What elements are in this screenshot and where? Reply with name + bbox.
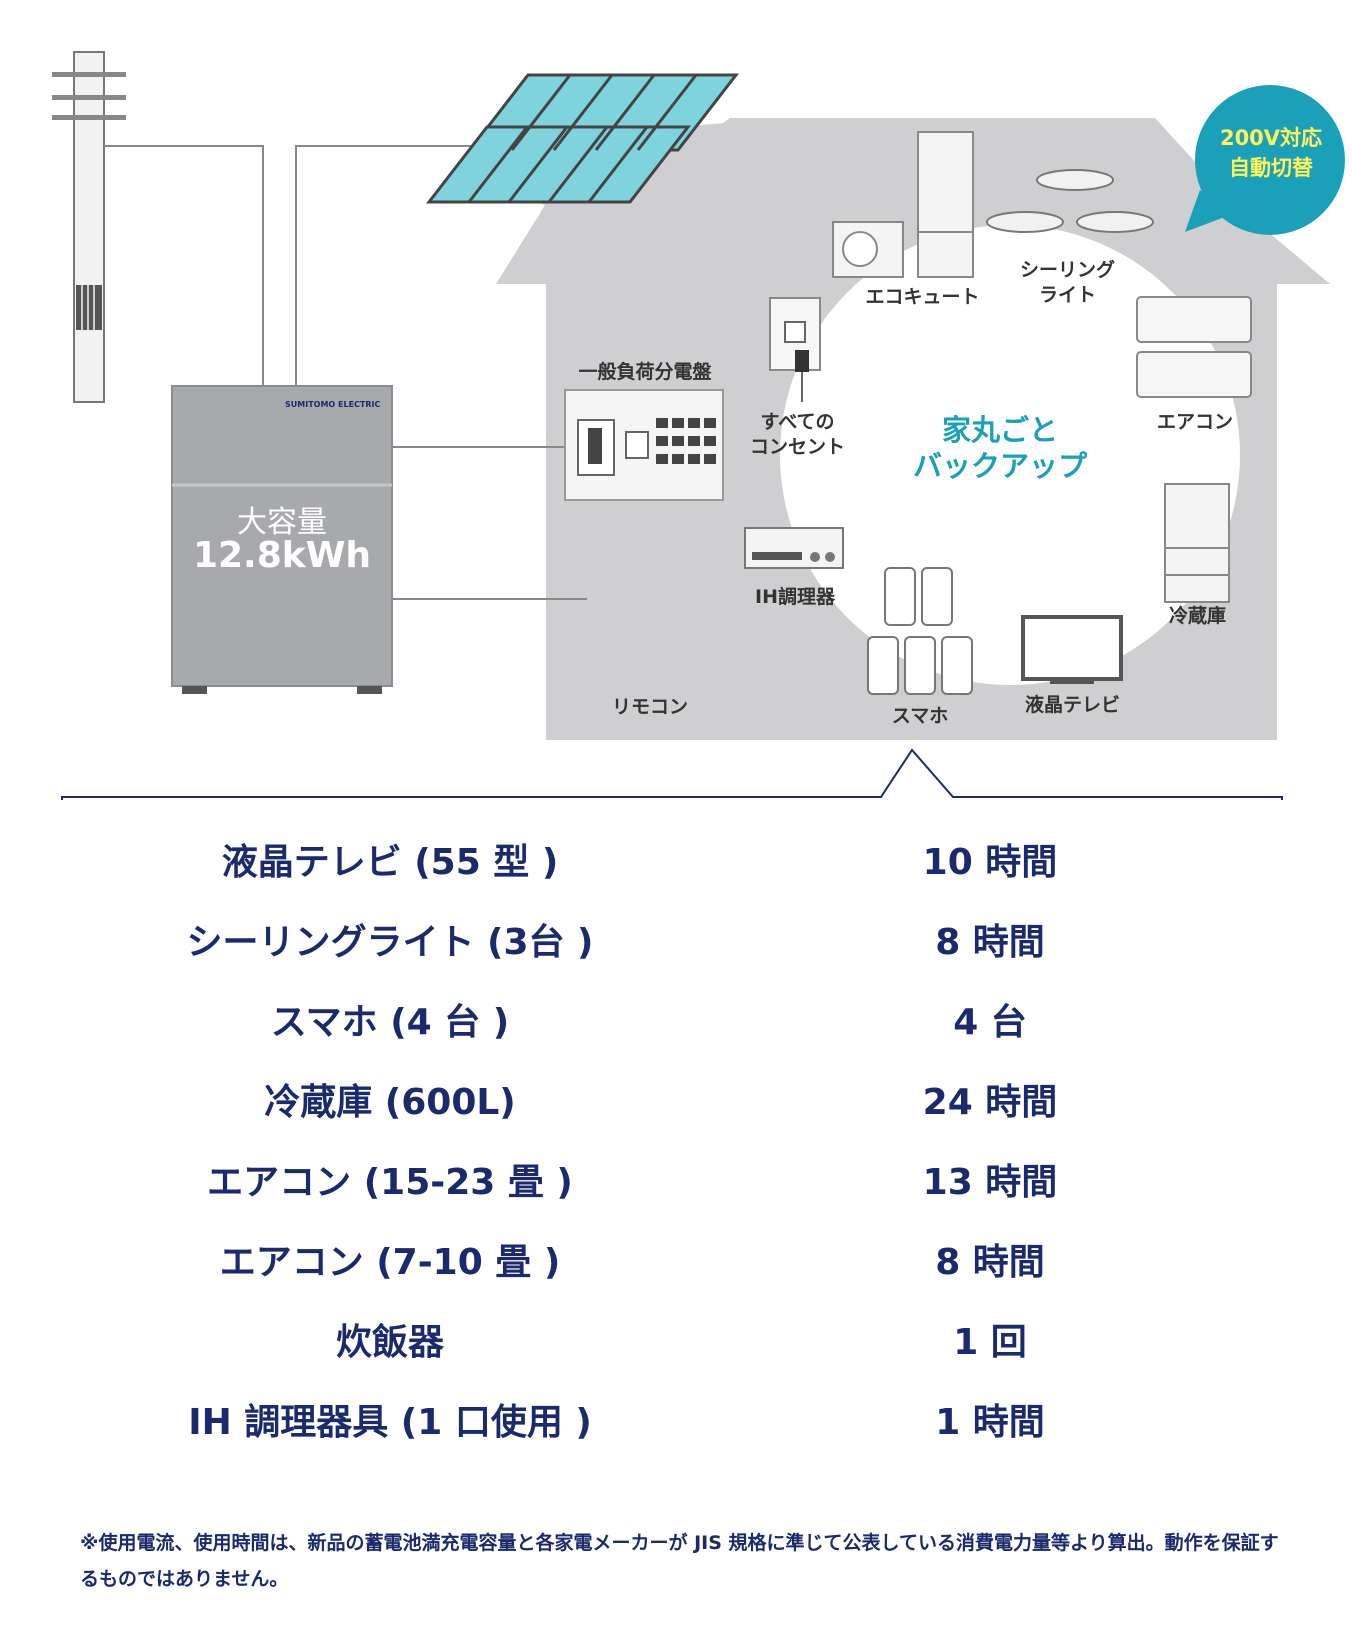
solar-panel-icon <box>425 73 740 204</box>
label-ceiling-line1: シーリング <box>1019 259 1115 281</box>
row-name: 炊飯器 <box>335 1322 444 1363</box>
row-name: 液晶テレビ (55 型 ) <box>221 842 559 883</box>
row-value: 4 台 <box>953 1002 1027 1043</box>
row-name: スマホ (4 台 ) <box>270 1002 510 1043</box>
tv-icon <box>1021 615 1123 684</box>
row-value: 13 時間 <box>922 1162 1058 1203</box>
battery-unit-icon <box>171 385 393 694</box>
wires <box>104 145 587 600</box>
row-value: 24 時間 <box>922 1082 1058 1123</box>
center-title: 家丸ごと バックアップ <box>895 412 1105 485</box>
footnote: ※使用電流、使用時間は、新品の蓄電池満充電容量と各家電メーカーが JIS 規格に… <box>80 1532 1279 1590</box>
badge-line1: 200V対応 <box>1219 126 1323 150</box>
label-remote: リモコン <box>611 696 688 718</box>
badge-text: 200V対応 自動切替 <box>1196 123 1346 183</box>
smartphone-icon <box>867 567 973 695</box>
house-roof <box>496 118 1330 284</box>
label-ceiling-line2: ライト <box>1038 283 1096 306</box>
badge-bubble <box>1185 85 1345 235</box>
label-ecocute: エコキュート <box>865 286 980 308</box>
row-value: 1 回 <box>953 1322 1027 1363</box>
center-title-line2: バックアップ <box>912 449 1087 484</box>
row-value: 8 時間 <box>935 1242 1045 1283</box>
label-ceiling-light: シーリング ライト <box>1010 258 1125 307</box>
row-name: IH 調理器具 (1 口使用 ) <box>188 1402 592 1443</box>
system-diagram <box>52 51 1345 800</box>
label-outlet-line2: コンセント <box>749 435 845 458</box>
battery-capacity-label: 大容量 <box>237 505 327 540</box>
label-ih: IH調理器 <box>755 586 835 608</box>
label-outlet: すべての コンセント <box>735 410 860 459</box>
label-tv: 液晶テレビ <box>1024 694 1120 716</box>
row-name: エアコン (15-23 畳 ) <box>207 1162 573 1203</box>
badge-line2: 自動切替 <box>1229 156 1313 180</box>
row-value: 1 時間 <box>935 1402 1045 1443</box>
battery-capacity-value: 12.8kWh <box>192 535 372 576</box>
callout-border <box>61 748 1283 800</box>
label-outlet-line1: すべての <box>760 411 835 433</box>
row-name: 冷蔵庫 (600L) <box>264 1082 516 1123</box>
ceiling-light-icon <box>986 169 1154 233</box>
fridge-icon <box>1164 483 1230 603</box>
label-panel: 一般負荷分電盤 <box>578 361 712 383</box>
ih-cooker-icon <box>744 527 844 569</box>
distribution-panel-icon <box>564 389 724 501</box>
row-name: エアコン (7-10 畳 ) <box>219 1242 561 1283</box>
utility-pole <box>52 51 126 403</box>
battery-brand: SUMITOMO ELECTRIC <box>285 400 381 409</box>
row-name: シーリングライト (3台 ) <box>186 922 594 963</box>
air-conditioner-icon <box>1136 296 1252 398</box>
label-phone: スマホ <box>891 705 949 727</box>
label-aircon: エアコン <box>1156 411 1233 433</box>
center-title-line1: 家丸ごと <box>941 413 1058 447</box>
row-value: 8 時間 <box>935 922 1045 963</box>
row-value: 10 時間 <box>922 842 1058 883</box>
outlet-icon <box>769 297 821 402</box>
label-fridge: 冷蔵庫 <box>1168 605 1226 627</box>
ecocute-icon <box>832 131 974 278</box>
